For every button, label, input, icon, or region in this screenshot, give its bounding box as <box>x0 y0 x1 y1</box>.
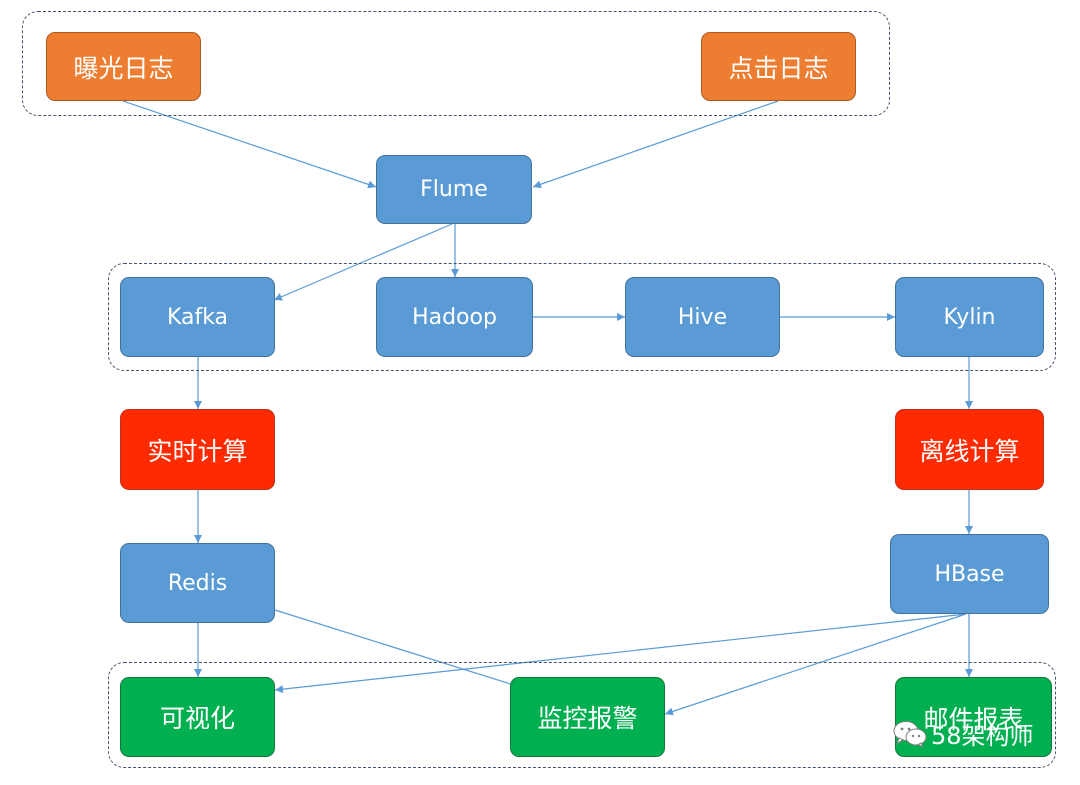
node-redis: Redis <box>120 543 275 623</box>
node-hbase: HBase <box>890 534 1049 614</box>
edge-flume-to-kafka <box>273 223 453 301</box>
watermark-text: 58架构师 <box>931 722 1034 750</box>
node-offline-compute: 离线计算 <box>895 409 1044 490</box>
node-exposure-log: 曝光日志 <box>46 32 201 101</box>
node-hadoop: Hadoop <box>376 277 533 357</box>
node-kafka: Kafka <box>120 277 275 357</box>
node-hive: Hive <box>625 277 780 357</box>
processing-layer-group <box>108 263 1056 371</box>
node-monitoring-alert: 监控报警 <box>510 677 665 757</box>
edge-hbase-to-monitoring <box>664 613 967 716</box>
node-realtime-compute: 实时计算 <box>120 409 275 490</box>
watermark: 58架构师 <box>893 716 1034 751</box>
output-layer-group <box>108 662 1056 768</box>
node-kylin: Kylin <box>895 277 1044 357</box>
node-click-log: 点击日志 <box>701 32 856 101</box>
log-sources-group <box>22 11 890 116</box>
edge-redis-to-monitoring <box>274 609 521 689</box>
wechat-icon <box>893 720 927 748</box>
edge-hbase-to-visualization <box>274 613 967 694</box>
node-visualization: 可视化 <box>120 677 275 757</box>
node-flume: Flume <box>376 155 532 224</box>
node-email-report: 邮件报表 <box>895 677 1052 757</box>
